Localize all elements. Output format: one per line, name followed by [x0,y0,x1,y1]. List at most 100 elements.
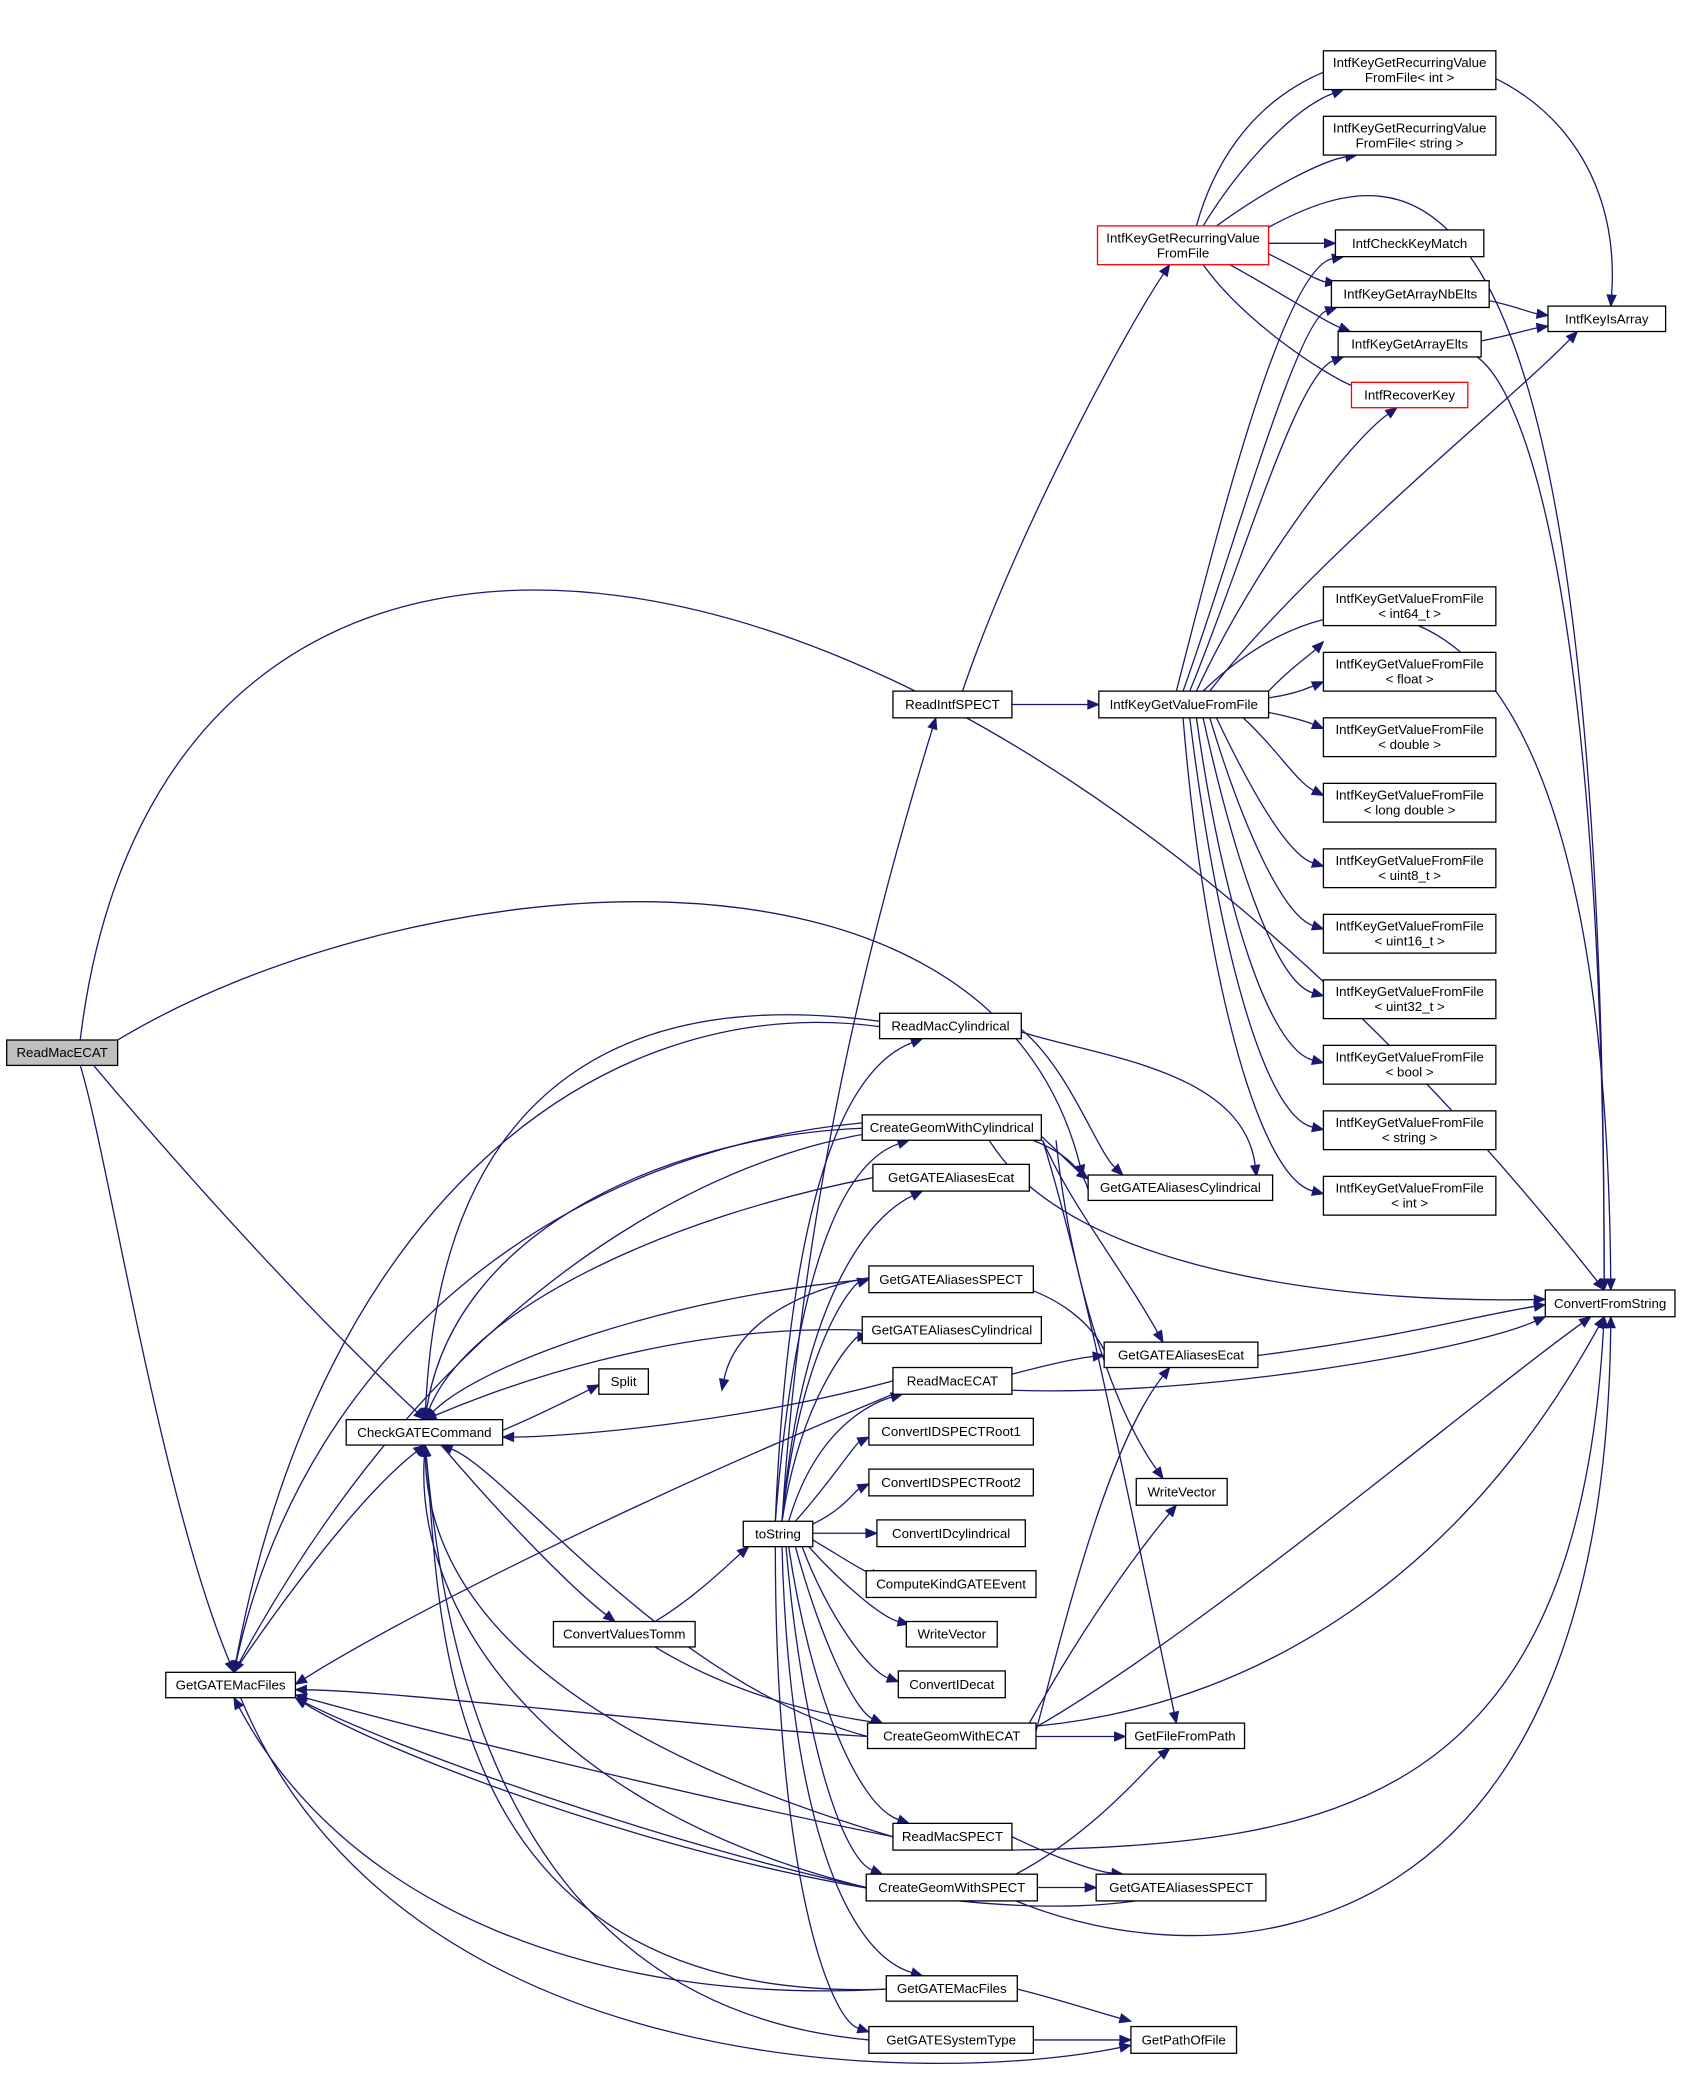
node-label: IntfCheckKeyMatch [1352,236,1467,251]
edge-line [1195,413,1389,692]
node-getgatealiasesecat_mid[interactable]: GetGATEAliasesEcat [872,1163,1030,1192]
node-readmacecat_mid[interactable]: ReadMacECAT [892,1366,1013,1395]
node-label: IntfKeyGetRecurringValue [1106,230,1260,245]
edge-line [1476,356,1605,1279]
node-tostring[interactable]: toString [742,1520,814,1548]
node-box [1330,280,1490,309]
edge-line [781,728,934,1522]
edge-intfkeygetvaluefromfile-to-intfkeygetarraynbelts [1182,306,1339,692]
node-ikgv_uint8[interactable]: IntfKeyGetValueFromFile< uint8_t > [1322,848,1497,889]
edge-arrowhead [1092,1351,1106,1362]
node-intfkeyisarray[interactable]: IntfKeyIsArray [1547,305,1667,333]
node-box [1322,1175,1497,1216]
edge-arrowhead [586,1384,601,1395]
node-ikgv_bool[interactable]: IntfKeyGetValueFromFile< bool > [1322,1044,1497,1085]
edge-line [1209,717,1314,927]
edge-arrowhead [1310,1054,1325,1066]
node-box [1130,2025,1238,2054]
node-getgatealiasescylindrical_mid[interactable]: GetGATEAliasesCylindrical [861,1316,1042,1345]
node-writevector_right[interactable]: WriteVector [1135,1477,1228,1506]
edge-intfkeygetvaluefromfile-to-ikgv_uint8 [1215,717,1325,868]
node-ikgv_uint32[interactable]: IntfKeyGetValueFromFile< uint32_t > [1322,979,1497,1020]
node-intfkeygetvaluefromfile[interactable]: IntfKeyGetValueFromFile [1098,690,1270,719]
node-ikgv_string[interactable]: IntfKeyGetValueFromFile< string > [1322,1110,1497,1151]
node-split[interactable]: Split [598,1368,649,1395]
node-creategeomwithcylindrical[interactable]: CreateGeomWithCylindrical [861,1114,1042,1141]
node-getfilefrompath[interactable]: GetFileFromPath [1124,1722,1246,1750]
node-intfrecoverkey[interactable]: IntfRecoverKey [1350,381,1469,409]
edge-line [304,1393,894,1679]
node-getgatemacfiles_main[interactable]: GetGATEMacFiles [165,1671,297,1699]
node-convertidspectroot1[interactable]: ConvertIDSPECTRoot1 [868,1417,1034,1446]
node-creategeomwithspect[interactable]: CreateGeomWithSPECT [865,1873,1038,1902]
edge-line [654,1553,741,1623]
node-getgatesystemtype[interactable]: GetGATESystemType [868,2025,1034,2054]
node-label: IntfKeyGetArrayNbElts [1343,287,1477,302]
node-convertfromstring[interactable]: ConvertFromString [1544,1289,1676,1318]
node-ikgv_int64[interactable]: IntfKeyGetValueFromFile< int64_t > [1322,586,1497,627]
edge-line [1011,1320,1536,1392]
node-intfcheckkeymatch[interactable]: IntfCheckKeyMatch [1334,229,1485,258]
node-getgatealiasescylindrical_right[interactable]: GetGATEAliasesCylindrical [1087,1174,1274,1202]
edge-arrowhead [294,1684,307,1696]
node-box [1087,1174,1274,1202]
edge-arrowhead [1533,1294,1547,1305]
edge-line [502,1389,590,1431]
node-checkgatecommand[interactable]: CheckGATECommand [345,1419,504,1446]
node-label: GetGATEMacFiles [897,1981,1007,1996]
node-ikgv_uint16[interactable]: IntfKeyGetValueFromFile< uint16_t > [1322,913,1497,954]
edge-readmac_root-to-getgatemacfiles_main [79,1065,235,1674]
node-label: IntfRecoverKey [1364,388,1455,403]
edge-arrowhead [233,1696,244,1711]
edge-arrowhead [1310,857,1325,868]
node-writevector_mid[interactable]: WriteVector [905,1620,998,1648]
node-getgatealiasesspect_mid[interactable]: GetGATEAliasesSPECT [868,1265,1034,1294]
node-intfkeygetarrayelts[interactable]: IntfKeyGetArrayElts [1337,330,1482,358]
node-readmacspect[interactable]: ReadMacSPECT [892,1822,1013,1851]
edge-intfkeygetvaluefromfile-to-intfcheckkeymatch [1175,253,1345,692]
node-box [897,1670,1006,1699]
node-ikgv_double[interactable]: IntfKeyGetValueFromFile< double > [1322,717,1497,758]
edge-line [1202,264,1354,387]
node-label: CreateGeomWithECAT [883,1728,1020,1743]
node-label: IntfKeyGetArrayElts [1351,337,1468,352]
node-getgatemacfiles_mid[interactable]: GetGATEMacFiles [885,1975,1018,2002]
node-convertvaluestomm[interactable]: ConvertValuesTomm [552,1620,696,1648]
edge-arrowhead [294,1673,308,1686]
edge-arrowhead [1075,1167,1090,1180]
node-computekindgateevent[interactable]: ComputeKindGATEEvent [865,1570,1037,1599]
node-ikgv_int[interactable]: IntfKeyGetValueFromFile< int > [1322,1175,1497,1216]
node-convertidspectroot2[interactable]: ConvertIDSPECTRoot2 [868,1468,1034,1497]
edge-line [794,1546,873,1720]
edge-getgatemacfiles_mid-to-checkgatecommand [421,1443,887,1991]
node-box [866,1722,1037,1750]
node-readmac_root[interactable]: ReadMacECAT [6,1039,119,1067]
edge-line [426,1127,863,1409]
node-convertidecat[interactable]: ConvertIDecat [897,1670,1006,1699]
edge-arrowhead [1084,1882,1098,1893]
edge-line [1055,1140,1158,1470]
node-getgatealiasesspect_right[interactable]: GetGATEAliasesSPECT [1095,1873,1267,1902]
node-getpathoffile[interactable]: GetPathOfFile [1130,2025,1238,2054]
node-label: IntfKeyGetValueFromFile [1335,984,1483,999]
node-intfkeygetarraynbelts[interactable]: IntfKeyGetArrayNbElts [1330,280,1490,309]
node-creategeomwithecat[interactable]: CreateGeomWithECAT [866,1722,1037,1750]
edge-line [1268,253,1326,283]
node-box [1350,381,1469,409]
node-layer: ReadMacECAT GetGATEMacFiles CheckGATEComma… [6,50,1676,2054]
edge-arrowhead [865,1528,879,1539]
node-label: FromFile< string > [1356,136,1464,151]
edge-intfkeygetrecurring-to-intfkeygetarraynbelts [1268,253,1339,288]
edge-line [781,1546,913,1974]
node-label: < uint16_t > [1375,934,1445,949]
node-ikgv_longdouble[interactable]: IntfKeyGetValueFromFile< long double > [1322,782,1497,823]
node-getgatealiasesecat_right[interactable]: GetGATEAliasesEcat [1103,1341,1259,1369]
node-ikgv_float[interactable]: IntfKeyGetValueFromFile< float > [1322,651,1497,692]
node-readmaccylindrical[interactable]: ReadMacCylindrical [878,1012,1022,1040]
node-convertidcylindrical[interactable]: ConvertIDcylindrical [876,1519,1026,1548]
node-readintfspect[interactable]: ReadIntfSPECT [892,690,1013,719]
edge-readintfspect-to-intfkeygetrecurring [961,263,1171,692]
